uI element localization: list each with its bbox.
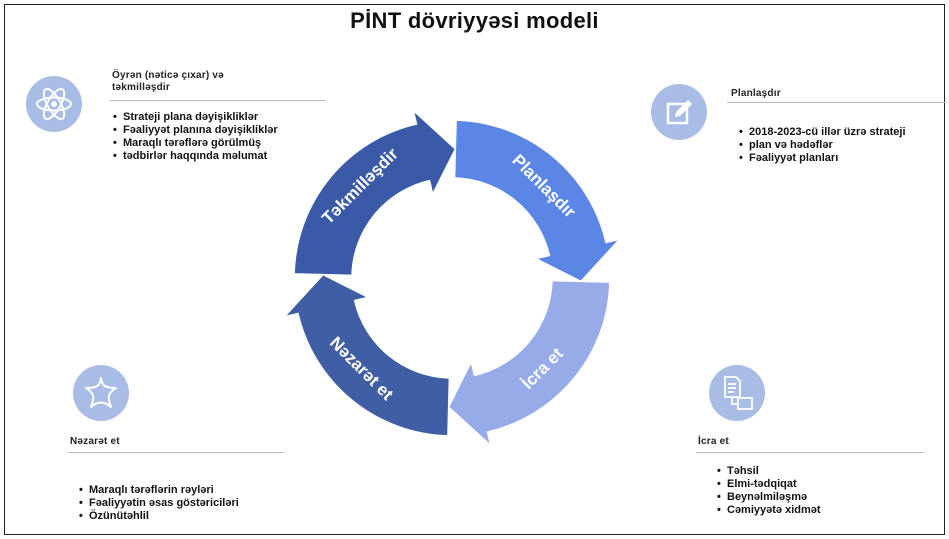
list-item: Fəaliyyət planları xyxy=(738,152,906,165)
diagram-frame xyxy=(4,4,945,535)
plan-heading: Planlaşdır xyxy=(731,88,781,99)
list-item: Fəaliyyətin əsas göstəriciləri xyxy=(78,497,239,510)
monitor-divider xyxy=(68,452,284,453)
list-item: Təhsil xyxy=(716,465,821,478)
do-icon-circle xyxy=(709,365,765,421)
list-item: Maraqlı tərəflərə görülmüş xyxy=(112,137,278,150)
cycle-segment-plan xyxy=(453,119,622,283)
learn-bullets: Strateji plana dəyişikliklər Fəaliyyət p… xyxy=(112,111,278,163)
learn-heading: Öyrən (nəticə çıxar) və təkmilləşdir xyxy=(112,70,224,94)
edit-icon xyxy=(666,100,692,125)
plan-divider xyxy=(727,102,945,103)
do-divider xyxy=(696,452,924,453)
list-item: Elmi-tədqiqat xyxy=(716,478,821,491)
list-item: Beynəlmiləşmə xyxy=(716,491,821,504)
list-item: plan və hədəflər xyxy=(738,139,906,152)
learn-icon-circle xyxy=(26,76,82,132)
list-item: tədbirlər haqqında məlumat xyxy=(112,150,278,163)
list-item: Fəaliyyət planına dəyişikliklər xyxy=(112,124,278,137)
learn-heading-line2: təkmilləşdir xyxy=(112,82,170,93)
do-bullets: Təhsil Elmi-tədqiqat Beynəlmiləşmə Cəmiy… xyxy=(716,465,821,517)
page-title: PİNT dövriyyəsi modeli xyxy=(350,8,599,33)
plan-icon-circle xyxy=(651,84,707,140)
cycle-segment-do xyxy=(447,279,611,448)
do-heading: İcra et xyxy=(698,436,729,447)
learn-divider xyxy=(110,100,326,101)
list-item: Özünütəhlil xyxy=(78,510,239,523)
list-item: 2018-2023-cü illər üzrə strateji xyxy=(738,126,906,139)
star-icon xyxy=(85,377,117,408)
cycle-segment-improve xyxy=(293,108,457,277)
document-to-screen-icon xyxy=(724,376,753,410)
monitor-heading: Nəzarət et xyxy=(70,436,120,447)
atom-icon xyxy=(36,87,72,121)
list-item: Maraqlı tərəflərin rəyləri xyxy=(78,484,239,497)
learn-heading-line1: Öyrən (nəticə çıxar) və xyxy=(112,70,224,81)
monitor-icon-circle xyxy=(73,365,129,421)
cycle-segment-monitor xyxy=(282,273,451,437)
plan-bullets: 2018-2023-cü illər üzrə strateji plan və… xyxy=(738,126,906,165)
monitor-bullets: Maraqlı tərəflərin rəyləri Fəaliyyətin ə… xyxy=(78,484,239,523)
list-item: Strateji plana dəyişikliklər xyxy=(112,111,278,124)
list-item: Cəmiyyətə xidmət xyxy=(716,504,821,517)
